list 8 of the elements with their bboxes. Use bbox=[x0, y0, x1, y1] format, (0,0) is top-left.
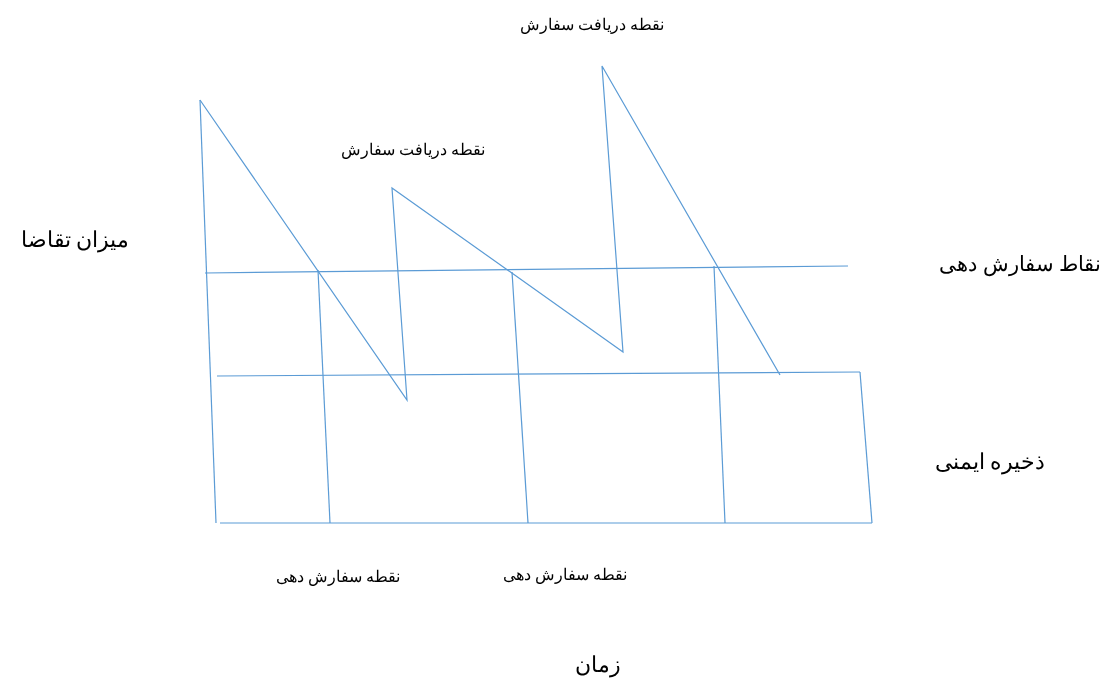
axis-label: زمان bbox=[575, 651, 621, 679]
axis-label: نقطه دریافت سفارش bbox=[341, 140, 485, 160]
axis-label: نقطه دریافت سفارش bbox=[520, 15, 664, 35]
axis-label: میزان تقاضا bbox=[20, 226, 130, 254]
axis-label: نقطه سفارش دهی bbox=[276, 567, 400, 587]
axis-label: نقطه سفارش دهی bbox=[503, 565, 627, 585]
axis-label: نقاط سفارش دهی bbox=[939, 252, 1101, 278]
axis-label: ذخیره ایمنی bbox=[934, 448, 1046, 476]
